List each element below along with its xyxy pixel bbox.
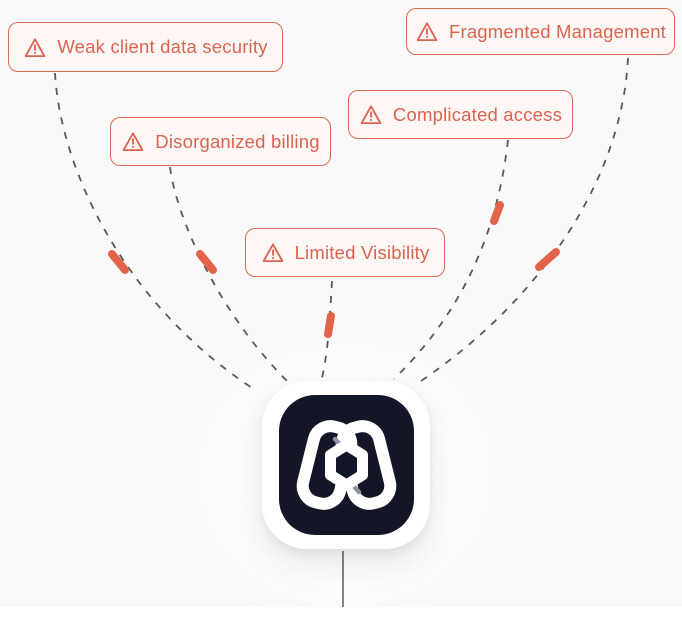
issue-label: Fragmented Management xyxy=(448,20,667,42)
issue-label: Limited Visibility xyxy=(294,241,430,263)
bottom-fade-band xyxy=(0,607,682,621)
connector-limited-visibility xyxy=(320,280,333,383)
pulse-segment xyxy=(108,250,129,274)
issue-label: Complicated access xyxy=(392,103,563,125)
issue-badge-disorganized-billing: Disorganized billing xyxy=(110,117,331,166)
warning-triangle-icon xyxy=(262,243,283,263)
moxo-app-icon xyxy=(262,381,430,549)
moxo-logo-icon xyxy=(296,420,396,510)
issue-badge-complicated-access: Complicated access xyxy=(348,90,573,139)
warning-triangle-icon xyxy=(25,37,46,57)
issue-label: Disorganized billing xyxy=(155,130,320,152)
pulse-segment xyxy=(490,201,504,225)
pulse-segment xyxy=(324,312,335,338)
pulse-segment xyxy=(196,250,217,274)
issue-badge-weak-client-data-security: Weak client data security xyxy=(8,22,283,72)
moxo-app-icon-tile xyxy=(278,395,414,535)
warning-triangle-icon xyxy=(416,22,438,42)
warning-triangle-icon xyxy=(360,105,382,125)
warning-triangle-icon xyxy=(122,132,144,152)
pulse-segment xyxy=(535,248,560,271)
issue-badge-limited-visibility: Limited Visibility xyxy=(245,228,445,277)
issue-label: Weak client data security xyxy=(57,36,268,57)
issue-badge-fragmented-management: Fragmented Management xyxy=(406,8,675,55)
